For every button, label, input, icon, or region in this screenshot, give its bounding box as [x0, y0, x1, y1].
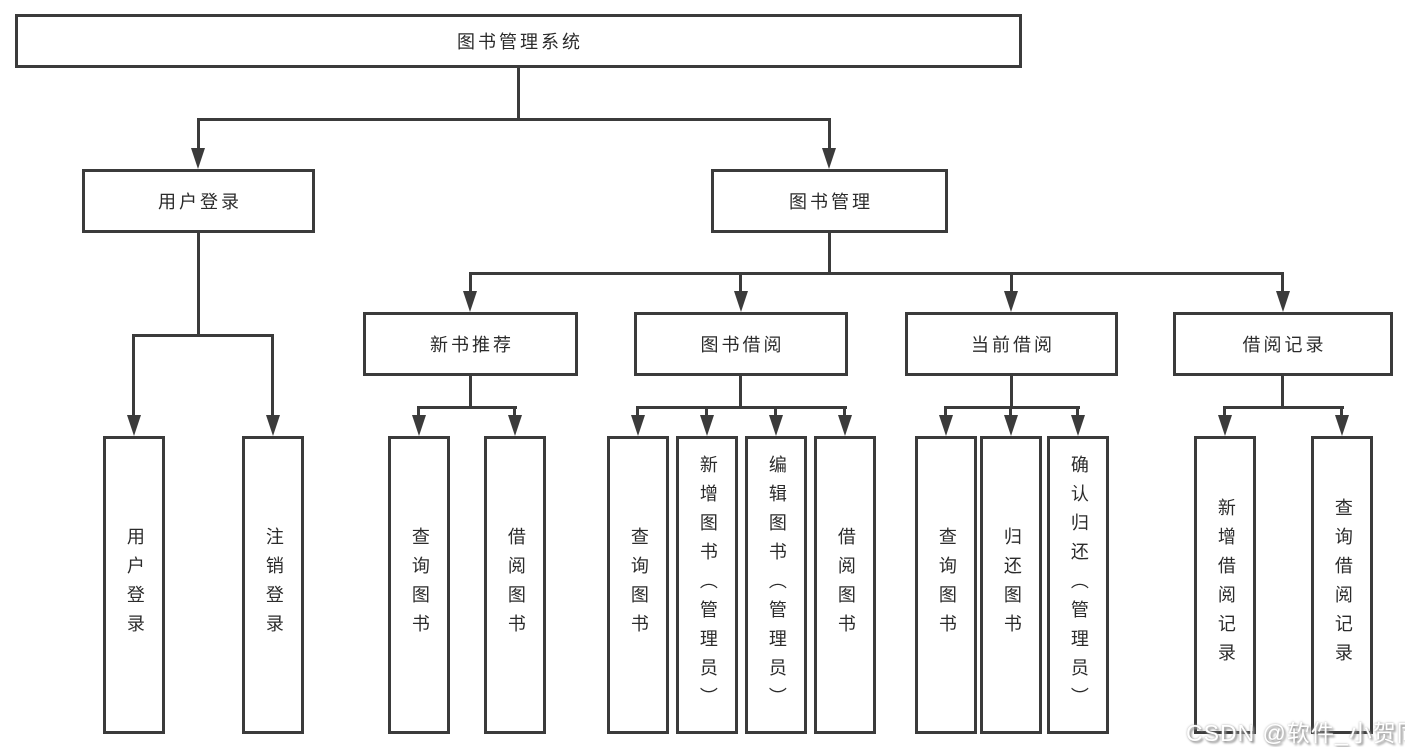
connector-line [417, 406, 420, 418]
node-book-borrowing: 图书借阅 [634, 312, 848, 376]
connector-line [1010, 272, 1013, 294]
leaf-query-books-borrowing: 查询图书 [607, 436, 669, 734]
connector-line [132, 334, 135, 416]
connector-line [513, 406, 516, 418]
leaf-return-books: 归还图书 [980, 436, 1042, 734]
node-user-login: 用户登录 [82, 169, 315, 233]
arrow-down-icon [838, 415, 852, 436]
arrow-down-icon [1276, 291, 1290, 312]
connector-line [1281, 272, 1284, 294]
connector-line [469, 272, 472, 294]
leaf-confirm-return-admin: 确认归还（管理员） [1047, 436, 1109, 734]
node-label: 新书推荐 [430, 335, 514, 355]
arrow-down-icon [508, 415, 522, 436]
connector-line [636, 406, 639, 418]
node-label: 归还图书 [1001, 527, 1022, 643]
node-label: 图书借阅 [700, 335, 785, 355]
node-label: 借阅记录 [1242, 335, 1327, 355]
connector-line [843, 406, 846, 418]
connector-line [469, 376, 472, 408]
connector-line [1009, 406, 1012, 418]
node-label: 用户登录 [124, 527, 145, 643]
node-label: 查询图书 [936, 527, 957, 643]
node-label: 图书管理 [789, 192, 873, 212]
arrow-down-icon [700, 415, 714, 436]
connector-line [1076, 406, 1079, 418]
connector-line [739, 272, 742, 294]
arrow-down-icon [1004, 415, 1018, 436]
arrow-down-icon [127, 415, 141, 436]
arrow-down-icon [1004, 291, 1018, 312]
leaf-query-books-current: 查询图书 [915, 436, 977, 734]
arrow-down-icon [463, 291, 477, 312]
node-label: 新增图书（管理员） [697, 454, 718, 716]
connector-line [197, 118, 831, 121]
node-label: 查询借阅记录 [1332, 498, 1353, 672]
connector-line [132, 334, 274, 337]
node-label: 查询图书 [628, 527, 649, 643]
arrow-down-icon [822, 148, 836, 169]
leaf-add-books-admin: 新增图书（管理员） [676, 436, 738, 734]
connector-line [197, 233, 200, 337]
connector-line [705, 406, 708, 418]
connector-line [636, 406, 847, 409]
leaf-borrow-books-borrowing: 借阅图书 [814, 436, 876, 734]
leaf-add-borrow-record: 新增借阅记录 [1194, 436, 1256, 734]
node-label: 新增借阅记录 [1215, 498, 1236, 672]
connector-line [944, 406, 1080, 409]
watermark-text: CSDN @软件_小贺同学 [1186, 720, 1405, 746]
leaf-logout: 注销登录 [242, 436, 304, 734]
arrow-down-icon [1071, 415, 1085, 436]
connector-line [469, 272, 1284, 275]
connector-line [197, 118, 200, 150]
leaf-query-books-recommend: 查询图书 [388, 436, 450, 734]
connector-line [1340, 406, 1343, 418]
connector-line [828, 118, 831, 150]
arrow-down-icon [631, 415, 645, 436]
connector-line [271, 334, 274, 416]
leaf-query-borrow-record: 查询借阅记录 [1311, 436, 1373, 734]
leaf-borrow-books-recommend: 借阅图书 [484, 436, 546, 734]
connector-line [1223, 406, 1344, 409]
node-library-system: 图书管理系统 [15, 14, 1022, 68]
connector-line [1281, 376, 1284, 408]
leaf-user-login: 用户登录 [103, 436, 165, 734]
connector-line [739, 376, 742, 408]
connector-line [1010, 376, 1013, 408]
node-label: 编辑图书（管理员） [766, 454, 787, 716]
connector-line [774, 406, 777, 418]
arrow-down-icon [1218, 415, 1232, 436]
connector-line [944, 406, 947, 418]
node-label: 查询图书 [409, 527, 430, 643]
node-label: 图书管理系统 [457, 32, 583, 52]
node-label: 注销登录 [263, 527, 284, 643]
connector-line [1223, 406, 1226, 418]
node-new-book-recommendation: 新书推荐 [363, 312, 578, 376]
node-borrowing-records: 借阅记录 [1173, 312, 1393, 376]
connector-line [417, 406, 517, 409]
node-label: 用户登录 [158, 192, 242, 212]
node-book-management: 图书管理 [711, 169, 948, 233]
arrow-down-icon [1335, 415, 1349, 436]
node-current-borrowing: 当前借阅 [905, 312, 1118, 376]
arrow-down-icon [412, 415, 426, 436]
arrow-down-icon [266, 415, 280, 436]
arrow-down-icon [191, 148, 205, 169]
connector-line [517, 68, 520, 121]
connector-line [828, 233, 831, 275]
node-label: 借阅图书 [505, 527, 526, 643]
leaf-edit-books-admin: 编辑图书（管理员） [745, 436, 807, 734]
arrow-down-icon [769, 415, 783, 436]
arrow-down-icon [734, 291, 748, 312]
node-label: 确认归还（管理员） [1068, 454, 1089, 716]
arrow-down-icon [939, 415, 953, 436]
node-label: 当前借阅 [971, 335, 1055, 355]
node-label: 借阅图书 [835, 527, 856, 643]
